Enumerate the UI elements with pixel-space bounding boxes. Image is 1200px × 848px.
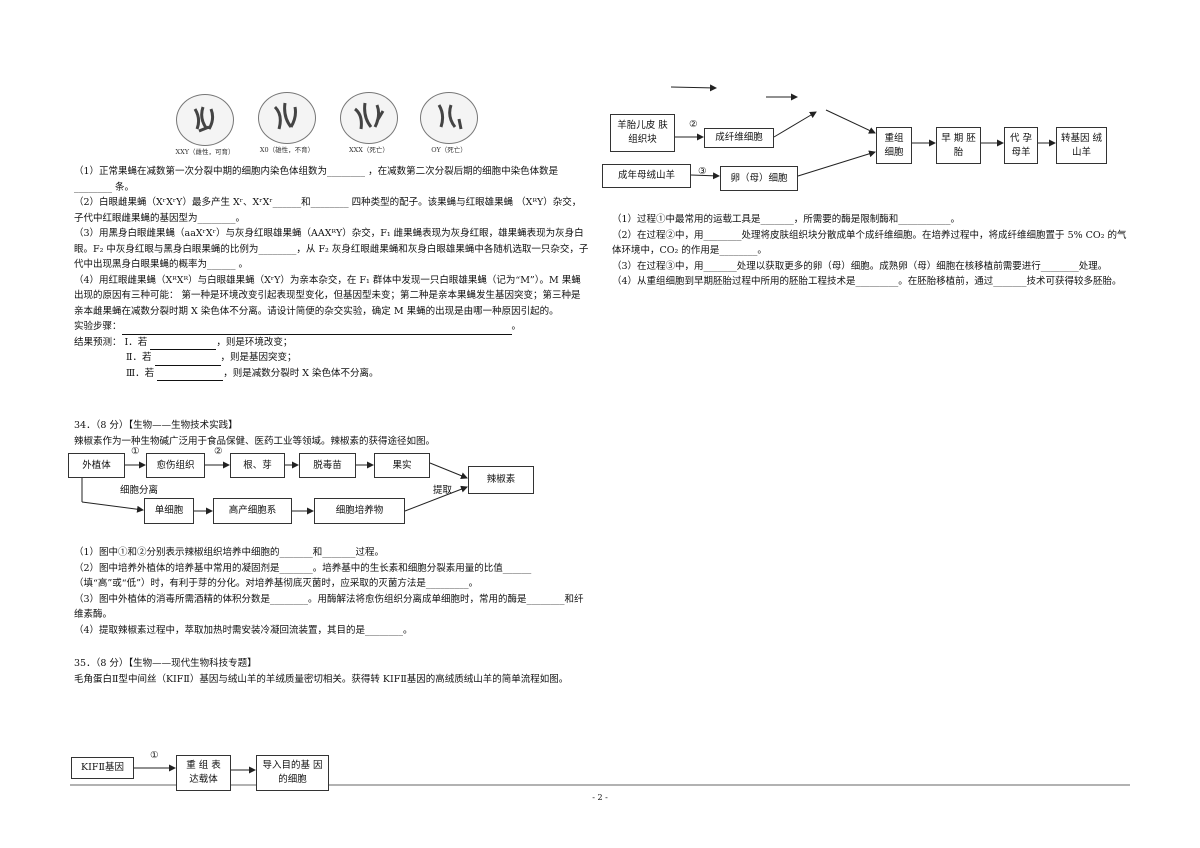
step-3-label: ③	[698, 166, 707, 177]
box-fibroblast: 成纤维细胞	[704, 128, 774, 148]
box-capsaicin: 辣椒素	[468, 466, 534, 494]
step-1-label: ①	[131, 446, 140, 457]
result-3-tail: ，则是减数分裂时 X 染色体不分离。	[223, 367, 379, 379]
box-transgenic-goat: 转基因 绒山羊	[1056, 127, 1107, 164]
page-number: - 2 -	[592, 793, 608, 802]
q34-part4: （4）提取辣椒素过程中，萃取加热时需安装冷凝回流装置，其目的是________。	[74, 624, 413, 636]
result-1-tail: ，则是环境改变；	[216, 336, 293, 348]
q34-header: 34．（8 分）【生物——生物技术实践】 辣椒素作为一种生物碱广泛用于食品保健、…	[74, 418, 590, 449]
box-explant: 外植体	[68, 453, 125, 478]
q34-part2: （2）图中培养外植体的培养基中常用的凝固剂是_______。培养基中的生长素和细…	[74, 562, 532, 590]
answer-blank	[121, 323, 512, 335]
box-fruit: 果实	[374, 453, 430, 478]
q33-part2: （2）白眼雌果蝇（XʳXʳY）最多产生 Xʳ、XʳXʳ______和______…	[74, 197, 582, 224]
box-early-embryo: 早 期 胚胎	[936, 127, 981, 164]
box-kif-gene: KIFⅡ基因	[71, 757, 134, 779]
q34-part3: （3）图中外植体的消毒所需酒精的体积分数是________。用酶解法将愈伤组织分…	[74, 593, 584, 621]
meiosis-caption: XXX（死亡）	[349, 146, 389, 154]
right-q4: （4）从重组细胞到早期胚胎过程中所用的胚胎工程技术是_________。在胚胎移…	[612, 276, 1122, 287]
q34-intro: 辣椒素作为一种生物碱广泛用于食品保健、医药工业等领域。辣椒素的获得途径如图。	[74, 435, 436, 447]
box-target-cell: 导入目的基 因的细胞	[256, 755, 329, 791]
answer-blank	[154, 354, 221, 366]
step-2-label: ②	[214, 446, 223, 457]
q35-title: 35．（8 分）【生物——现代生物科技专题】	[74, 658, 257, 669]
box-single-cell: 单细胞	[144, 498, 194, 524]
meiosis-caption: OY（死亡）	[431, 146, 467, 154]
box-recombinant-vector: 重 组 表 达载体	[176, 755, 231, 791]
meiosis-cell-4: OY（死亡）	[412, 92, 484, 154]
meiosis-caption: XXY（雌性，可育）	[175, 148, 235, 156]
right-column-questions: （1）过程①中最常用的运载工具是_______，所需要的酶是限制酶和______…	[612, 212, 1130, 290]
q35-step-1-label: ①	[150, 750, 159, 761]
meiosis-caption: X0（雄性，不育）	[259, 146, 315, 154]
chromosome-disc	[340, 92, 398, 144]
box-high-yield-line: 高产细胞系	[213, 498, 292, 524]
box-callus: 愈伤组织	[146, 453, 205, 478]
right-q3: （3）在过程③中，用_______处理以获取更多的卵（母）细胞。成熟卵（母）细胞…	[612, 260, 1108, 272]
cell-separation-label: 细胞分离	[120, 485, 159, 496]
right-q1: （1）过程①中最常用的运载工具是_______，所需要的酶是限制酶和______…	[612, 214, 961, 225]
extract-label: 提取	[433, 485, 453, 496]
experiment-steps: 实验步骤：。	[74, 319, 590, 335]
result-1-lead: Ⅰ．若	[124, 336, 148, 348]
result-3: Ⅲ．若 ，则是减数分裂时 X 染色体不分离。	[74, 366, 590, 381]
answer-blank	[157, 369, 224, 381]
box-root-bud: 根、芽	[230, 453, 285, 478]
meiosis-cell-1: XXY（雌性，可育）	[168, 94, 240, 156]
q33-part1: （1）正常果蝇在减数第一次分裂中期的细胞内染色体组数为________ ，在减数…	[74, 166, 559, 193]
box-virus-free: 脱毒苗	[299, 453, 356, 478]
right-q2: （2）在过程②中，用________处理将皮肤组织块分散成单个成纤维细胞。在培养…	[612, 229, 1127, 257]
result-2-tail: ，则是基因突变；	[220, 352, 297, 363]
meiosis-cell-2: X0（雄性，不育）	[250, 92, 322, 154]
steps-label: 实验步骤：	[74, 321, 122, 332]
q33-part4: （4）用红眼雌果蝇（XᴿXᴿ）与白眼雄果蝇（XʳY）为亲本杂交，在 F₁ 群体中…	[74, 274, 581, 317]
result-3-lead: Ⅲ．若	[126, 367, 155, 379]
result-2: Ⅱ．若 ，则是基因突变；	[74, 350, 590, 366]
chromosome-disc	[258, 92, 316, 144]
result-1: 结果预测： Ⅰ．若 ，则是环境改变；	[74, 335, 590, 350]
box-cell-culture: 细胞培养物	[314, 498, 405, 524]
answer-blank	[150, 338, 217, 350]
box-fetal-skin: 羊胎儿皮 肤组织块	[610, 114, 675, 152]
q33-part3: （3）用黑身白眼雌果蝇（aaXʳXʳ）与灰身红眼雄果蝇（AAXᴿY）杂交，F₁ …	[74, 228, 589, 270]
chromosome-disc	[176, 94, 234, 146]
result-label: 结果预测：	[74, 336, 122, 348]
result-2-lead: Ⅱ．若	[126, 352, 152, 363]
box-oocyte: 卵（母）细胞	[720, 166, 798, 191]
meiosis-cell-3: XXX（死亡）	[332, 92, 404, 154]
left-column-q33: （1）正常果蝇在减数第一次分裂中期的细胞内染色体组数为________ ，在减数…	[74, 164, 590, 381]
chromosome-disc	[420, 92, 478, 144]
q35-intro: 毛角蛋白Ⅱ型中间丝（KIFⅡ）基因与绒山羊的羊绒质量密切相关。获得转 KIFⅡ基…	[74, 673, 569, 685]
step-2-label: ②	[689, 119, 698, 130]
box-recombinant-cell: 重组 细胞	[876, 127, 912, 164]
q35-header: 35．（8 分）【生物——现代生物科技专题】 毛角蛋白Ⅱ型中间丝（KIFⅡ）基因…	[74, 656, 590, 687]
q34-questions: （1）图中①和②分别表示辣椒组织培养中细胞的_______和_______过程。…	[74, 545, 590, 638]
q34-title: 34．（8 分）【生物——生物技术实践】	[74, 420, 238, 431]
box-surrogate: 代 孕 母羊	[1004, 127, 1038, 164]
box-adult-goat: 成年母绒山羊	[602, 164, 691, 188]
q34-part1: （1）图中①和②分别表示辣椒组织培养中细胞的_______和_______过程。	[74, 547, 385, 558]
